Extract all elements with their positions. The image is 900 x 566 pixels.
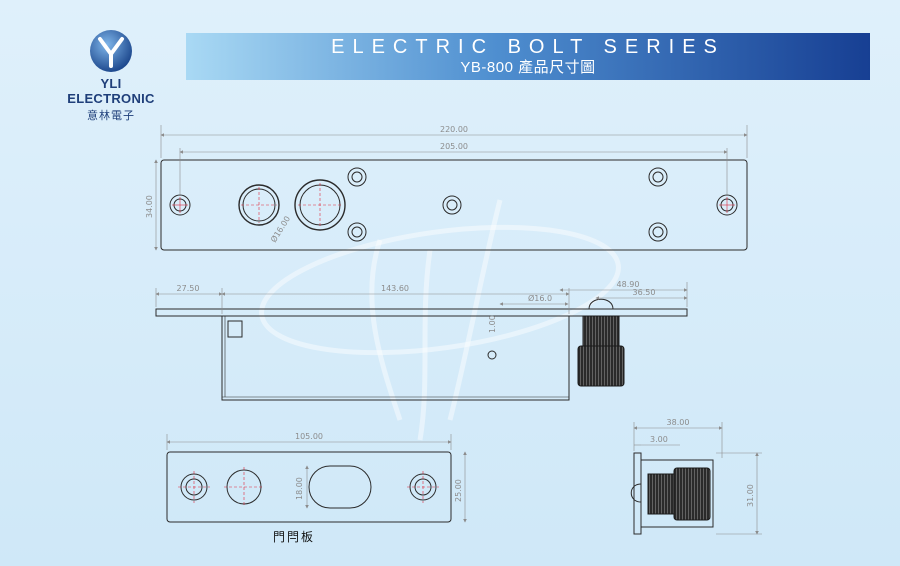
top-end-hole-left — [169, 194, 191, 216]
banner-title: ELECTRIC BOLT SERIES — [331, 36, 725, 58]
top-large-hole-1 — [238, 184, 280, 226]
side-gap: 1.00 — [488, 315, 497, 333]
yli-watermark — [259, 199, 621, 441]
top-hole-spacing: 205.00 — [440, 142, 468, 151]
brand-name-en: YLI ELECTRONIC — [67, 76, 155, 106]
top-bolt-diameter: Ø16.00 — [268, 214, 292, 244]
bolt-knurl-lower — [577, 345, 625, 387]
brand-logo: YLI ELECTRONIC 意林電子 — [56, 28, 166, 123]
side-view: 27.50 143.60 Ø16.0 1.00 48.90 36.50 — [155, 280, 688, 401]
top-large-hole-2 — [294, 179, 346, 231]
side-bolt-overall: 48.90 — [617, 280, 640, 289]
brand-name-cn: 意林電子 — [87, 110, 135, 122]
top-end-hole-right — [716, 194, 738, 216]
top-height: 34.00 — [145, 195, 154, 218]
side-bolt-extend: 36.50 — [633, 288, 656, 297]
bolt-knurl-upper — [582, 315, 620, 347]
top-screws — [347, 167, 668, 242]
title-banner: ELECTRIC BOLT SERIES YB-800 產品尺寸圖 — [186, 33, 870, 80]
strike-hole-spacing: 105.00 — [295, 432, 323, 441]
end-height: 31.00 — [746, 484, 755, 507]
end-view: 38.00 3.00 31.00 — [630, 418, 762, 535]
strike-height: 25.00 — [454, 479, 463, 502]
yli-logo-icon — [90, 30, 132, 72]
strike-slot-height: 18.00 — [295, 477, 304, 500]
top-total-length: 220.00 — [440, 125, 468, 134]
banner-subtitle: YB-800 產品尺寸圖 — [460, 59, 596, 76]
end-flange: 3.00 — [650, 435, 668, 444]
side-bolt-diameter: Ø16.0 — [528, 293, 552, 303]
strike-plate-label: 門閂板 — [273, 530, 316, 544]
end-width: 38.00 — [667, 418, 690, 427]
strike-plate-view: 105.00 18.00 25.00 — [166, 432, 467, 523]
side-offset: 27.50 — [177, 284, 200, 293]
side-body-length: 143.60 — [381, 284, 409, 293]
